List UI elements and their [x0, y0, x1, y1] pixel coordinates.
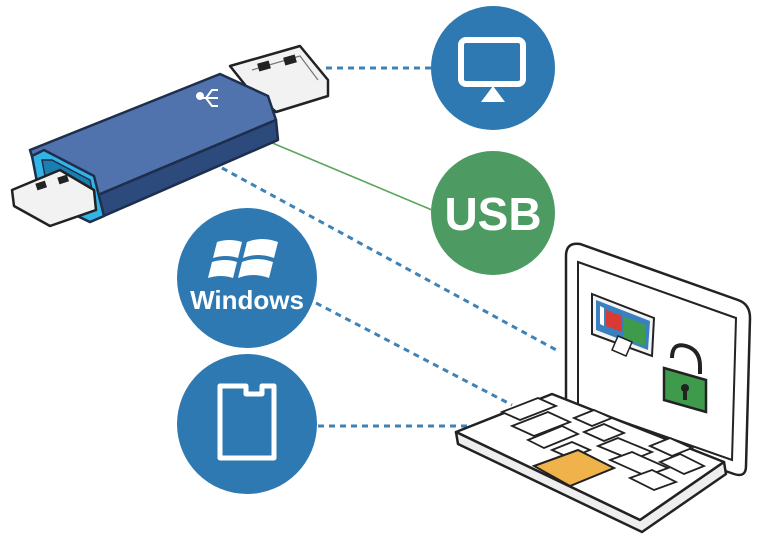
screen-monitor-icon: [591, 292, 656, 358]
usb-flash-drive: [10, 44, 330, 228]
usb-symbol-icon: [196, 89, 218, 107]
windows-node: Windows: [177, 208, 317, 348]
monitor-icon: [458, 37, 526, 102]
connector-drive-to-usb: [269, 141, 433, 211]
keyboard-keys: [499, 397, 707, 491]
connector-windows-to-laptop: [315, 301, 513, 407]
laptop-illustration: [454, 242, 752, 534]
usb-node: USB: [431, 151, 555, 275]
windows-logo-icon: [208, 239, 278, 278]
windows-label: Windows: [190, 285, 304, 315]
sd-card-icon: [217, 383, 277, 461]
touchpad: [531, 448, 617, 488]
usb-label: USB: [444, 188, 541, 240]
sd-card-node: [177, 354, 317, 494]
monitor-node: [431, 6, 555, 130]
connector-lines: [221, 66, 561, 428]
connector-drive-to-laptop: [221, 166, 561, 354]
padlock-icon: [662, 343, 708, 414]
